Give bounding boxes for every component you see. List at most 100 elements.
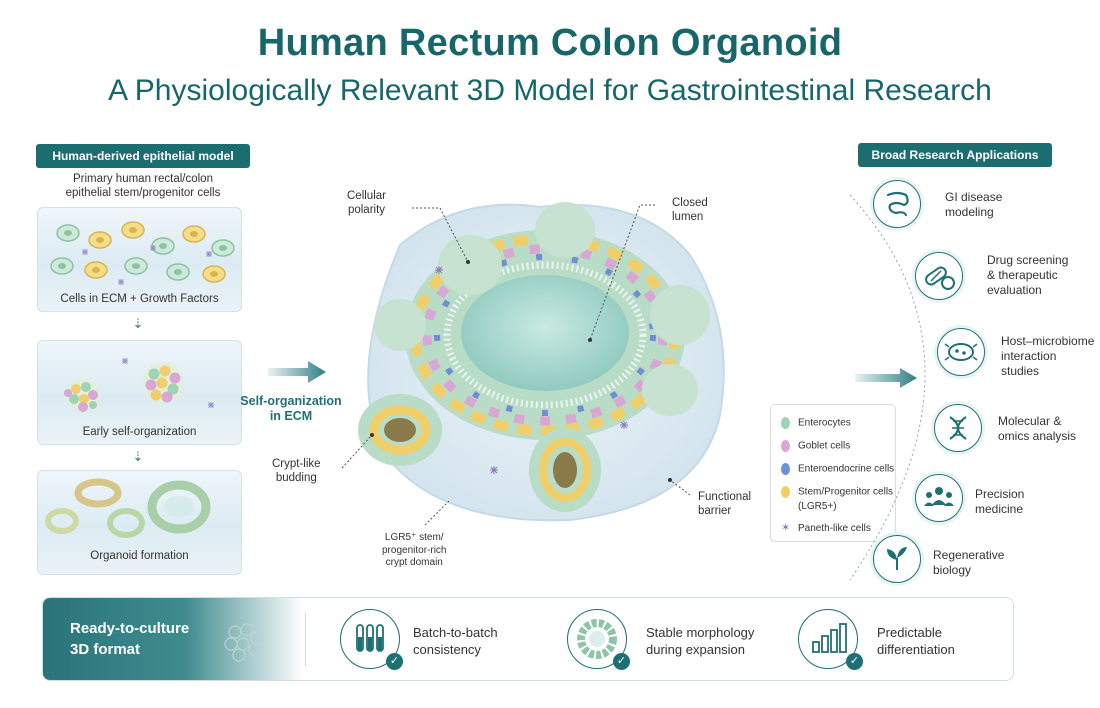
page-subtitle: A Physiologically Relevant 3D Model for … (108, 74, 992, 107)
microbe-icon (944, 343, 978, 361)
ready-line-2: 3D format (70, 641, 141, 658)
annotation-lumen-line-2: lumen (672, 211, 704, 223)
faint-organoid-icon (224, 623, 264, 662)
enteroendocrine-swatch (781, 463, 790, 475)
step-panel-cells-in-ecm: Cells in ECM + Growth Factors (37, 207, 242, 312)
lumen (461, 275, 629, 391)
organoid-ring-icon (577, 619, 617, 659)
annotation-barrier-line-2: barrier (698, 505, 732, 517)
legend-label-enteroendocrine: Enteroendocrine cells (798, 463, 895, 475)
app-regenerative-line-1: Regenerative (933, 548, 1005, 562)
feature-label-differentiation: Predictable differentiation (877, 624, 955, 658)
app-icon-circle-gi-disease (873, 180, 921, 228)
app-icon-circle-host-microbiome (937, 328, 985, 376)
annotation-polarity-line-1: Cellular (347, 190, 386, 202)
feature-label-batch: Batch-to-batch consistency (413, 624, 498, 658)
app-drug-line-2: & therapeutic (987, 268, 1058, 282)
legend-item-goblet: Goblet cells (781, 440, 850, 452)
divider (305, 612, 306, 666)
feature-batch-line-2: consistency (413, 642, 481, 657)
step-panel-organoid-formation: Organoid formation (37, 470, 242, 575)
feature-morphology-line-1: Stable morphology (646, 625, 755, 640)
app-microbiome-line-1: Host–microbiome (1001, 334, 1095, 348)
annotation-barrier-line-1: Functional (698, 491, 752, 503)
feature-label-morphology: Stable morphology during expansion (646, 624, 754, 658)
test-tubes-icon (356, 624, 384, 652)
feature-differentiation-line-1: Predictable (877, 625, 943, 640)
bottom-lead-panel (43, 598, 303, 680)
app-label-molecular-omics: Molecular & omics analysis (998, 414, 1076, 444)
app-omics-line-2: omics analysis (998, 429, 1077, 443)
feature-icon-circle-morphology (567, 609, 627, 669)
self-organization-label: Self-organization in ECM (236, 394, 346, 424)
feature-batch-line-1: Batch-to-batch (413, 625, 498, 640)
annotation-lumen-line-1: Closed (672, 197, 708, 209)
small-cell-cluster (64, 378, 100, 412)
legend-item-stem-progenitor: Stem/Progenitor cells (781, 486, 893, 498)
cells-in-ecm-illustration (50, 221, 235, 285)
legend-label-paneth: Paneth-like cells (798, 523, 871, 534)
app-drug-line-1: Drug screening (987, 253, 1069, 267)
legend-label-enterocytes: Enterocytes (798, 417, 851, 429)
app-label-host-microbiome: Host–microbiome interaction studies (1001, 334, 1094, 379)
app-microbiome-line-3: studies (1001, 364, 1040, 378)
app-icon-circle-precision-medicine (915, 474, 963, 522)
legend-label-lgr5: (LGR5+) (798, 501, 837, 512)
self-organization-line-1: Self-organization (240, 394, 342, 408)
step-caption-early-self-organization: Early self-organization (82, 426, 197, 438)
bottom-feature-bar: Ready-to-culture 3D format ✓ Batch-to-ba… (42, 597, 1014, 681)
app-icon-circle-molecular-omics (934, 404, 982, 452)
app-gi-line-1: GI disease (945, 190, 1003, 204)
self-organization-line-2: in ECM (269, 409, 313, 423)
legend-item-lgr5: (LGR5+) (798, 501, 837, 512)
legend-label-stem: Stem/Progenitor cells (798, 486, 894, 498)
check-icon: ✓ (386, 653, 403, 670)
legend-item-enteroendocrine: Enteroendocrine cells (781, 463, 894, 475)
crypt-buds (358, 202, 710, 512)
app-regenerative-line-2: biology (933, 563, 972, 577)
legend-item-paneth: ✶ Paneth-like cells (781, 521, 871, 534)
step-panel-early-self-organization: Early self-organization (37, 340, 242, 445)
annotation-functional-barrier: Functional barrier (698, 490, 751, 518)
source-cells-text: Primary human rectal/colon epithelial st… (36, 172, 250, 200)
step-caption-cells-in-ecm: Cells in ECM + Growth Factors (60, 293, 219, 305)
feature-icon-circle-batch (340, 609, 400, 669)
self-organization-arrow (268, 361, 326, 383)
source-text-line-1: Primary human rectal/colon (73, 173, 213, 185)
annotation-cellular-polarity: Cellular polarity (347, 189, 386, 217)
app-label-drug-screening: Drug screening & therapeutic evaluation (987, 253, 1068, 298)
app-precision-line-1: Precision (975, 487, 1025, 501)
larger-cell-cluster (142, 362, 184, 404)
stem-swatch (781, 486, 790, 498)
annotation-crypt-line-1: Crypt-like (272, 458, 321, 470)
annotation-closed-lumen: Closed lumen (672, 196, 708, 224)
check-icon: ✓ (613, 653, 630, 670)
paneth-like-cells (435, 266, 628, 474)
step-arrow-2: ⇣ (132, 449, 144, 464)
app-drug-line-3: evaluation (987, 283, 1042, 297)
growth-factor-stars (82, 245, 212, 285)
app-label-precision-medicine: Precision medicine (975, 487, 1024, 517)
organoid-illustration (358, 202, 725, 522)
right-header-pill: Broad Research Applications (858, 143, 1052, 167)
annotation-lgr5-line-1: LGR5⁺ stem/ (384, 532, 444, 543)
annotation-lgr5-crypt-domain: LGR5⁺ stem/ progenitor-rich crypt domain (382, 532, 446, 570)
step-arrow-1: ⇣ (132, 316, 144, 331)
enterocyte-swatch (781, 417, 790, 429)
annotation-lgr5-line-3: crypt domain (385, 557, 443, 568)
paneth-star-icon: ✶ (781, 522, 791, 534)
annotation-crypt-like-budding: Crypt-like budding (272, 457, 321, 485)
dispersed-cells (50, 221, 235, 283)
source-text-line-2: epithelial stem/progenitor cells (65, 187, 221, 199)
app-omics-line-1: Molecular & (998, 414, 1062, 428)
feature-morphology-line-2: during expansion (646, 642, 746, 657)
app-microbiome-line-2: interaction (1001, 349, 1057, 363)
dna-icon (949, 416, 967, 440)
legend-label-goblet: Goblet cells (798, 440, 851, 452)
annotation-lgr5-line-2: progenitor-rich (382, 544, 447, 556)
applications-arrow (855, 368, 917, 388)
app-icon-circle-regenerative-biology (873, 535, 921, 583)
app-gi-line-2: modeling (945, 205, 994, 219)
growth-factor-stars (122, 358, 214, 408)
